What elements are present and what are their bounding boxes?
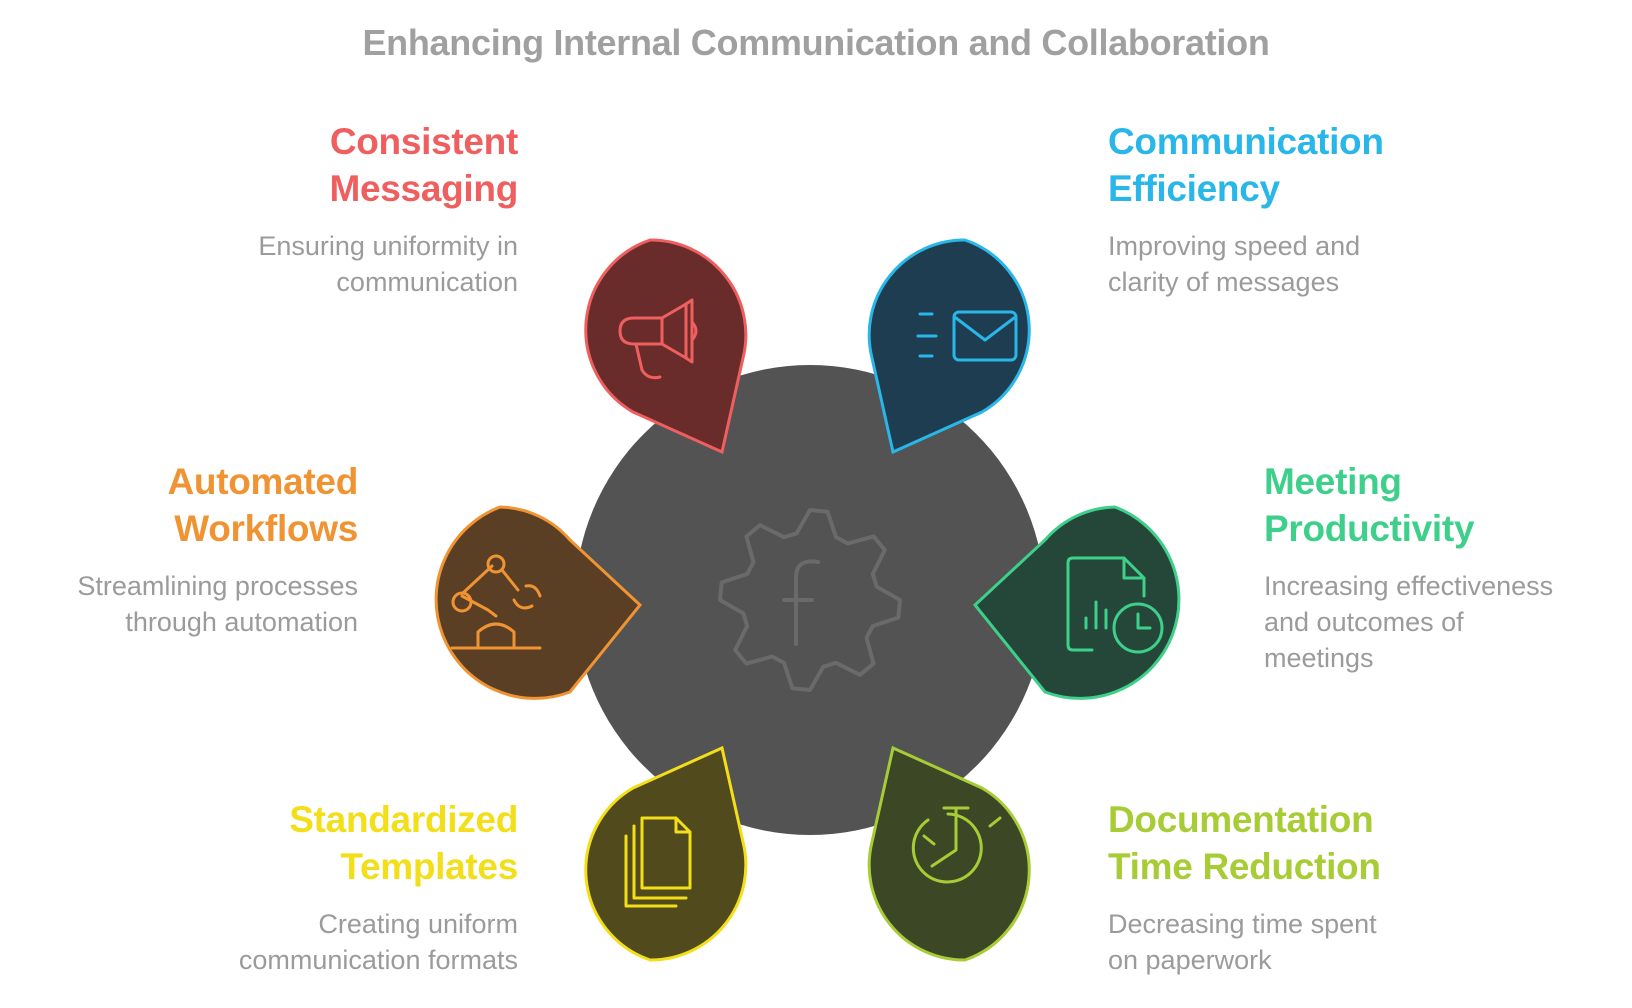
item-description: Increasing effectiveness and outcomes of… xyxy=(1264,568,1553,676)
item-description: Ensuring uniformity in communication xyxy=(258,228,518,300)
item-heading: Automated Workflows xyxy=(77,458,358,552)
description-line: meetings xyxy=(1264,643,1374,673)
petal-meeting-productivity xyxy=(972,505,1181,700)
report-clock-icon xyxy=(1066,556,1164,654)
documents-icon xyxy=(624,816,692,908)
heading-line: Automated xyxy=(167,461,358,502)
heading-line: Productivity xyxy=(1264,508,1475,549)
item-description: Streamlining processes through automatio… xyxy=(77,568,358,640)
center-hub xyxy=(575,365,1045,835)
envelope-icon xyxy=(916,310,1018,362)
heading-line: Consistent xyxy=(329,121,518,162)
heading-line: Meeting xyxy=(1264,461,1402,502)
robot-arm-icon xyxy=(450,554,542,650)
description-line: Increasing effectiveness xyxy=(1264,571,1554,601)
heading-line: Workflows xyxy=(174,508,358,549)
description-line: Streamlining processes xyxy=(77,571,358,601)
description-line: Creating uniform xyxy=(318,909,518,939)
item-description: Improving speed and clarity of messages xyxy=(1108,228,1384,300)
item-heading: Documentation Time Reduction xyxy=(1108,796,1381,890)
item-communication-efficiency: Communication Efficiency Improving speed… xyxy=(1108,118,1384,300)
heading-line: Time Reduction xyxy=(1108,846,1381,887)
heading-line: Standardized xyxy=(289,799,518,840)
item-description: Decreasing time spent on paperwork xyxy=(1108,906,1381,978)
heading-line: Efficiency xyxy=(1108,168,1280,209)
item-heading: Meeting Productivity xyxy=(1264,458,1553,552)
description-line: Improving speed and xyxy=(1108,231,1361,261)
description-line: clarity of messages xyxy=(1108,267,1340,297)
description-line: Ensuring uniformity in xyxy=(258,231,518,261)
description-line: communication formats xyxy=(238,945,518,975)
item-consistent-messaging: Consistent Messaging Ensuring uniformity… xyxy=(258,118,518,300)
petal-documentation-time-reduction xyxy=(867,745,1031,962)
description-line: and outcomes of xyxy=(1264,607,1464,637)
description-line: through automation xyxy=(125,607,358,637)
item-heading: Standardized Templates xyxy=(239,796,518,890)
heading-line: Documentation xyxy=(1108,799,1374,840)
petal-automated-workflows xyxy=(434,505,643,700)
description-line: communication xyxy=(336,267,518,297)
heading-line: Communication xyxy=(1108,121,1384,162)
gear-f-icon xyxy=(718,508,902,692)
item-documentation-time-reduction: Documentation Time Reduction Decreasing … xyxy=(1108,796,1381,978)
petal-consistent-messaging xyxy=(584,238,748,455)
item-standardized-templates: Standardized Templates Creating uniform … xyxy=(239,796,518,978)
description-line: on paperwork xyxy=(1108,945,1272,975)
page-title: Enhancing Internal Communication and Col… xyxy=(362,22,1270,63)
megaphone-icon xyxy=(618,298,698,380)
item-description: Creating uniform communication formats xyxy=(239,906,518,978)
petal-communication-efficiency xyxy=(867,238,1031,455)
item-heading: Communication Efficiency xyxy=(1108,118,1384,212)
heading-line: Templates xyxy=(340,846,518,887)
petal-standardized-templates xyxy=(584,745,748,962)
description-line: Decreasing time spent xyxy=(1108,909,1377,939)
item-automated-workflows: Automated Workflows Streamlining process… xyxy=(77,458,358,640)
heading-line: Messaging xyxy=(329,168,518,209)
item-heading: Consistent Messaging xyxy=(258,118,518,212)
stopwatch-icon xyxy=(911,806,1002,884)
item-meeting-productivity: Meeting Productivity Increasing effectiv… xyxy=(1264,458,1553,676)
